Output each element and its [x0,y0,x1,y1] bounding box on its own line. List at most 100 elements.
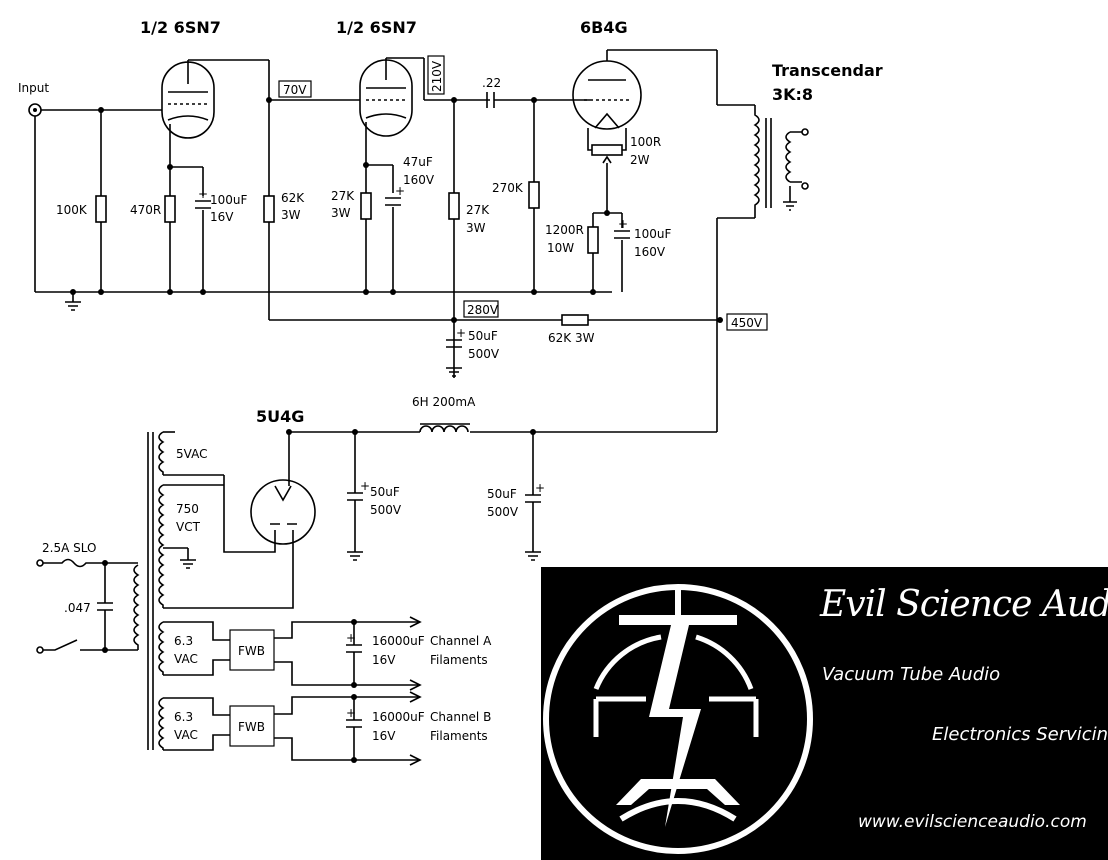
svg-text:+: + [618,217,628,231]
sec-fil1-unit: VAC [174,652,198,666]
resistor-27k-cathode [360,192,372,220]
fil-b-channel: Channel B [430,710,491,724]
sec-fil2-unit: VAC [174,728,198,742]
capacitor-50uf-ps2-icon: + [525,481,545,561]
pot-wiper-icon [602,155,612,164]
capacitor-16000uf-a-icon [346,622,362,685]
svg-text:+: + [346,631,356,645]
logo-url-link[interactable]: www.evilscienceaudio.com [858,812,1087,832]
choke-label: 6H 200mA [412,395,476,409]
hum-pot-100r [591,144,623,156]
v3-cathode-wiring [592,212,623,292]
ground-icon [446,367,462,377]
c-k1-value: 100uF [210,193,248,207]
r-dec-value: 27K [466,203,490,217]
r-k3-power: 10W [547,241,574,255]
resistor-62k-dropper [561,314,589,326]
svg-text:+: + [456,326,466,340]
voltage-70v-box [278,80,312,98]
c-fil2-voltage: 16V [372,729,396,743]
filament-leads [587,128,627,140]
r-dec-power: 3W [466,221,486,235]
capacitor-16000uf-b-icon [346,697,362,760]
ground-icon [65,292,81,311]
tube-v2-label: 1/2 6SN7 [336,18,417,37]
input-jack-icon [28,103,42,117]
resistor-1200r [587,226,599,254]
c-280-voltage: 500V [468,347,500,361]
transformer-name: Transcendar [772,61,883,80]
tube-rect-label: 5U4G [256,407,304,426]
svg-text:+: + [360,479,370,493]
c-2-voltage: 160V [403,173,435,187]
v1-plate-wiring [188,59,720,321]
fil-a-filaments: Filaments [430,653,488,667]
c-fil2-value: 16000uF [372,710,425,724]
svg-text:+: + [535,481,545,495]
voltage-280v-box [463,300,499,318]
c-2-value: 47uF [403,155,433,169]
power-switch-icon [36,639,138,654]
tube-v1-symbol [161,60,215,139]
v2-cathode-wiring [365,122,394,292]
c-fil1-value: 16000uF [372,634,425,648]
v1-cathode-wiring [169,124,204,292]
voltage-70v: 70V [283,83,307,97]
tube-v1-label: 1/2 6SN7 [140,18,221,37]
capacitor-100uf-icon: + [195,187,211,209]
r-drop-label: 62K 3W [548,331,595,345]
fil-a-channel: Channel A [430,634,492,648]
resistor-270k [528,181,540,209]
c-ps1-value: 50uF [370,485,400,499]
r-p1-power: 3W [281,208,301,222]
choke-icon [419,423,470,433]
resistor-62k [263,195,275,223]
sec-fil1-value: 6.3 [174,634,193,648]
input-label: Input [18,81,49,95]
fwb-2-box [229,705,275,747]
r-hum-power: 2W [630,153,650,167]
c-fil1-voltage: 16V [372,653,396,667]
c-ps1-voltage: 500V [370,503,402,517]
voltage-280v: 280V [467,303,499,317]
c-line-label: .047 [64,601,91,615]
tube-v2-symbol [359,58,413,137]
filament-transformer-2 [158,697,230,751]
svg-text:+: + [395,184,405,198]
logo-subtitle-vacuum: Vacuum Tube Audio [822,664,1001,685]
voltage-210v-box [427,55,445,95]
voltage-450v: 450V [731,316,763,330]
fwb-1-box [229,629,275,671]
r-in-label: 100K [56,203,88,217]
fil-b-filaments: Filaments [430,729,488,743]
c-coup-label: .22 [482,76,501,90]
tube-v3-symbol [572,50,642,130]
voltage-210v: 210V [430,60,444,92]
capacitor-50uf-280v-icon: + [446,326,466,348]
voltage-450v-box [726,313,768,331]
resistor-470r [164,195,176,223]
logo-emblem-icon [543,584,813,854]
v3-plate-wiring [607,49,755,219]
capacitor-50uf-ps1-icon: + [347,479,370,561]
filament-transformer-1 [158,621,230,676]
hum-pot-wiring [587,140,627,213]
capacitor-100uf-160v-icon: + [614,217,630,239]
fwb-2-label: FWB [238,720,265,734]
c-k1-voltage: 16V [210,210,234,224]
fuse-icon [36,558,138,568]
resistor-100k [95,195,107,223]
c-ps2-voltage: 500V [487,505,519,519]
c-k3-voltage: 160V [634,245,666,259]
r-p1-value: 62K [281,191,305,205]
c-k3-value: 100uF [634,227,672,241]
logo-subtitle-servicing: Electronics Servicing [932,724,1108,745]
logo-title: Evil Science Audio [820,584,1108,625]
r-hum-value: 100R [630,135,661,149]
capacitor-47uf-icon: + [385,184,405,206]
rectifier-tube-symbol [250,432,316,545]
fil2-arrow-icons [409,691,422,766]
power-transformer-icon [133,431,224,750]
